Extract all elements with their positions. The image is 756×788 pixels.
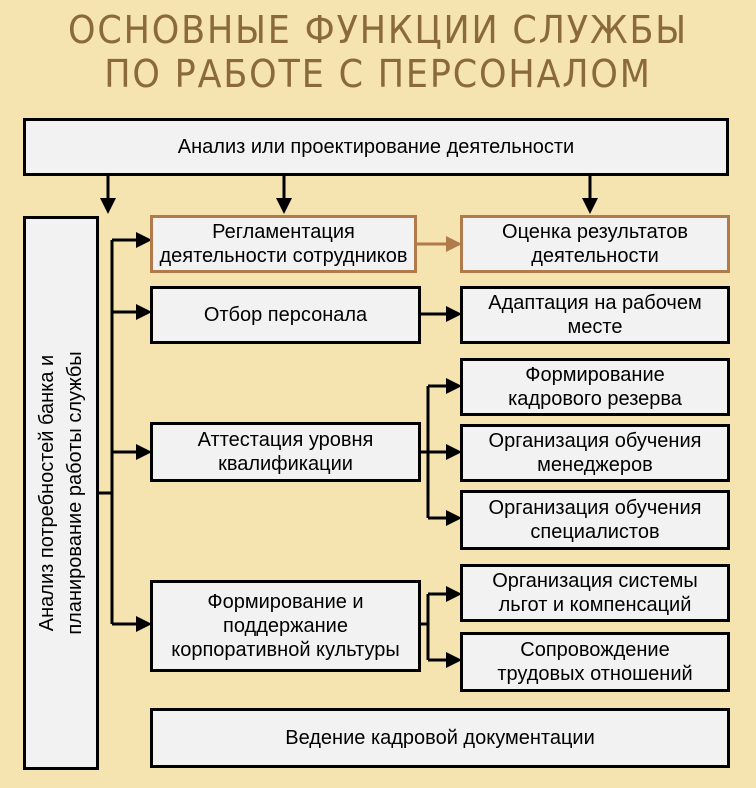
evaluation-box: Оценка результатов деятельности bbox=[460, 215, 730, 273]
documentation-box: Ведение кадровой документации bbox=[150, 708, 730, 768]
title-line-2: ПО РАБОТЕ С ПЕРСОНАЛОМ bbox=[104, 52, 652, 96]
selection-box: Отбор персонала bbox=[150, 286, 421, 344]
regulation-box: Регламентация деятельности сотрудников bbox=[150, 215, 417, 273]
title-line-1: ОСНОВНЫЕ ФУНКЦИИ СЛУЖБЫ bbox=[68, 8, 688, 52]
arrowhead-regulation bbox=[276, 198, 292, 214]
specialists-training-box: Организация обучения специалистов bbox=[460, 490, 730, 550]
needs-planning-label: Анализ потребностей банка и планирование… bbox=[33, 351, 89, 634]
arrowhead-evaluation bbox=[582, 198, 598, 214]
reserve-box: Формирование кадрового резерва bbox=[460, 358, 730, 416]
managers-training-box: Организация обучения менеджеров bbox=[460, 424, 730, 482]
benefits-box: Организация системы льгот и компенсаций bbox=[460, 564, 730, 622]
analysis-box: Анализ или проектирование деятельности bbox=[23, 118, 729, 176]
needs-planning-box: Анализ потребностей банка и планирование… bbox=[23, 216, 99, 770]
needs-planning-line-2: планирование работы службы bbox=[64, 351, 86, 635]
needs-planning-line-1: Анализ потребностей банка и bbox=[36, 354, 58, 632]
labor-relations-box: Сопровождение трудовых отношений bbox=[460, 632, 730, 692]
analysis-label: Анализ или проектирование деятельности bbox=[177, 136, 575, 158]
attestation-box: Аттестация уровня квалификации bbox=[150, 422, 421, 482]
adaptation-box: Адаптация на рабочем месте bbox=[460, 286, 730, 344]
arrowhead-needs bbox=[100, 198, 116, 214]
culture-box: Формирование и поддержание корпоративной… bbox=[150, 580, 421, 672]
